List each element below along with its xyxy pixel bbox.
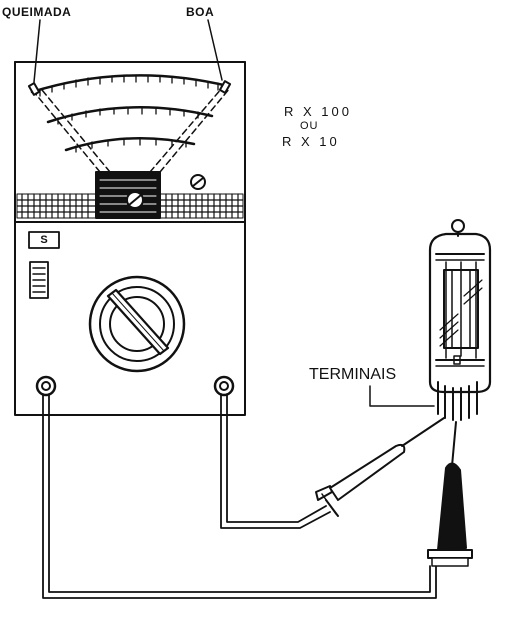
leader-good: [207, 19, 223, 81]
pointer-tip-bad: [27, 82, 41, 96]
label-range-or: OU: [300, 120, 319, 132]
label-range-primary: R X 100: [284, 104, 352, 119]
leader-terminals: [369, 385, 435, 407]
label-good-tube: BOA: [186, 5, 215, 19]
vacuum-tube: [428, 219, 492, 394]
selector-knob-ring: [99, 286, 175, 362]
leader-bad: [33, 19, 41, 83]
selector-knob-outer: [88, 275, 186, 373]
probe-black: [427, 421, 473, 567]
switch-label-box: [28, 231, 60, 249]
tube-pins: [437, 381, 478, 421]
scale-arcs: [30, 74, 230, 152]
selector-knob-inner: [109, 296, 165, 352]
label-bad-tube: QUEIMADA: [2, 5, 72, 19]
test-lead-black: [42, 393, 437, 599]
probe-white: [315, 417, 445, 517]
pointer-tip-good: [218, 80, 232, 94]
jack-left: [35, 375, 57, 397]
label-range-alt: R X 10: [282, 134, 340, 149]
label-switch-s: S: [40, 234, 48, 246]
range-slider-switch: [29, 261, 49, 299]
test-lead-white: [220, 393, 331, 529]
label-terminals: TERMINAIS: [309, 366, 397, 383]
pointer-positions: [33, 87, 231, 173]
jack-right: [213, 375, 235, 397]
